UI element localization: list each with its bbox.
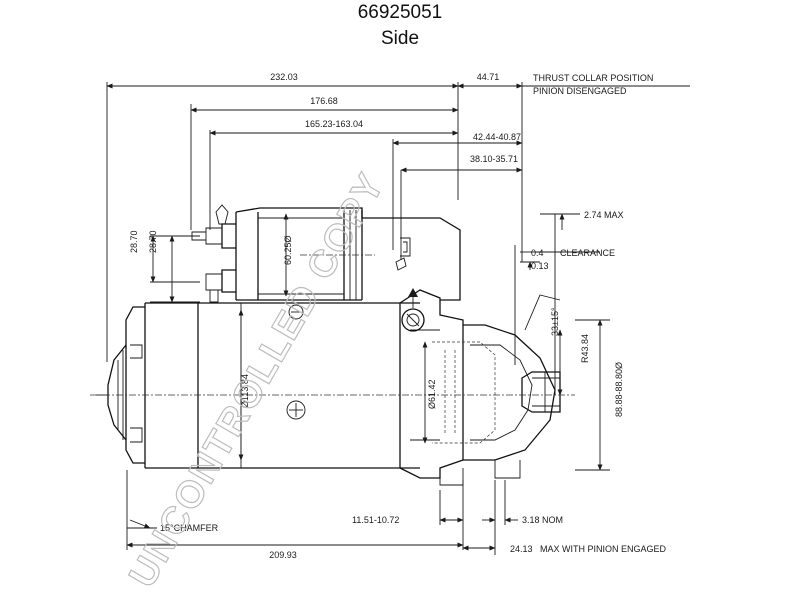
terminal-spacing-dims (150, 235, 200, 303)
dim-232: 232.03 (270, 72, 298, 82)
dim-04: 0.4 (531, 248, 544, 258)
dim-2870-b: 28.70 (148, 230, 158, 253)
right-side-dims (514, 213, 610, 471)
starter-motor-outline (96, 288, 561, 486)
thrust-label-2: PINION DISENGAGED (533, 86, 627, 96)
clearance-label: CLEARANCE (560, 248, 615, 258)
max-engaged-label: MAX WITH PINION ENGAGED (540, 544, 667, 554)
dim-11384: Ø113.84 (240, 374, 250, 408)
dim-42: 42.44-40.87 (473, 132, 521, 142)
dimension-lines-top (106, 82, 690, 362)
dim-2870-a: 28.70 (129, 230, 139, 253)
view-subtitle: Side (380, 28, 420, 49)
dim-176: 176.68 (310, 96, 338, 106)
centerlines (90, 254, 575, 396)
dim-318: 3.18 NOM (522, 515, 563, 525)
angle-label: 33±15° (550, 307, 560, 336)
chamfer-label: 15°CHAMFER (160, 523, 219, 533)
dim-20993: 209.93 (269, 550, 297, 560)
part-number-title: 66925051 (357, 2, 443, 23)
dimension-labels: 232.03 44.71 THRUST COLLAR POSITION PINI… (129, 72, 667, 560)
dim-6025: 60.25Ø (283, 235, 293, 265)
dim-1151: 11.51-10.72 (352, 515, 399, 525)
diameter-dimensions (238, 213, 428, 461)
dim-8888: 88.88-88.80Ø (614, 362, 624, 417)
dim-165: 165.23-163.04 (305, 119, 363, 129)
dim-r4384: R43.84 (580, 334, 590, 363)
thrust-label-1: THRUST COLLAR POSITION (533, 73, 653, 83)
dim-013: 0.13 (531, 261, 549, 271)
dim-274: 2.74 MAX (584, 210, 624, 220)
dim-44: 44.71 (477, 72, 500, 82)
dim-38: 38.10-35.71 (470, 154, 518, 164)
dim-6142: Ø61.42 (427, 379, 437, 409)
bottom-dims (126, 470, 518, 555)
dim-2413: 24.13 (510, 544, 533, 554)
